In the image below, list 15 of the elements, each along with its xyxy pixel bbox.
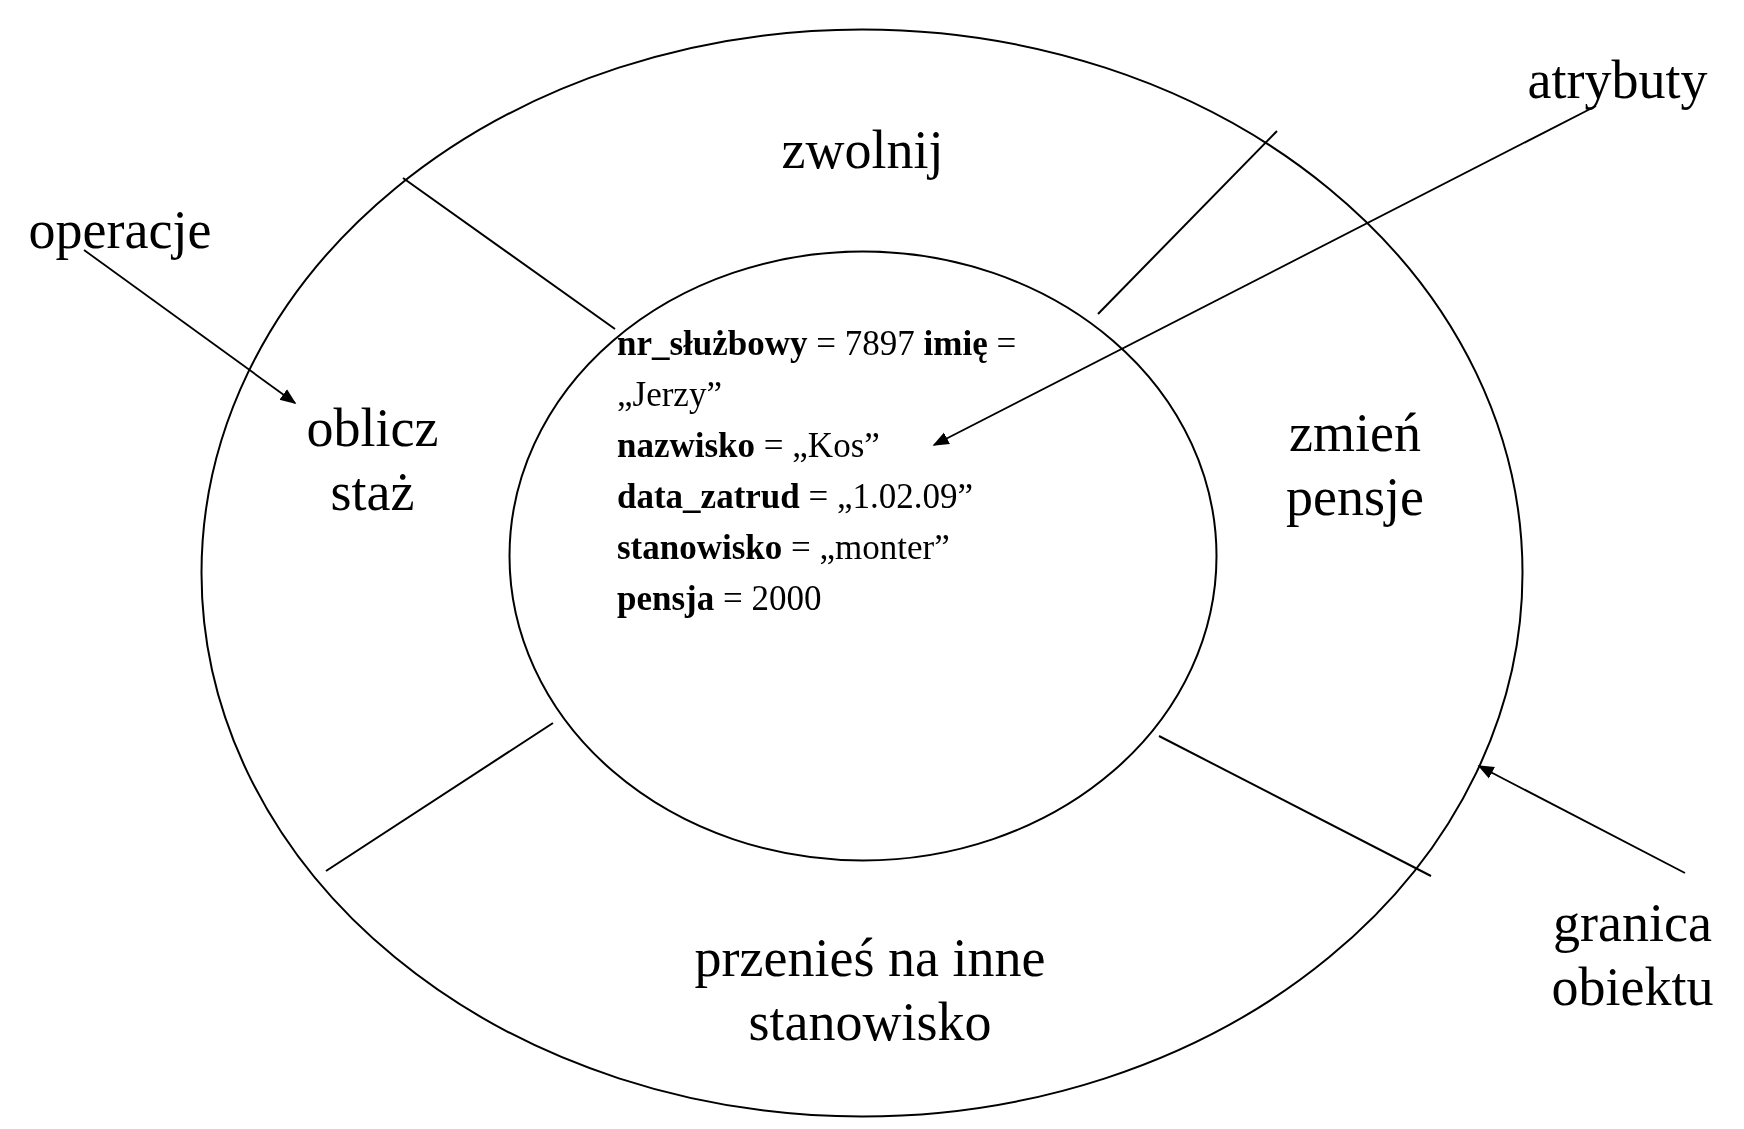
arrow [83,249,297,404]
attribute-text: data_zatrud = „1.02.09” [617,476,975,518]
callout-label: operacje [5,195,235,265]
attribute-ellipse [508,250,1218,862]
attribute-text: stanowisko = „monter” [617,527,951,569]
attribute-text: pensja = 2000 [617,578,823,620]
attribute-text: nr_służbowy = 7897 imię = „Jerzy” [617,323,1018,416]
operation-label: przenieś na inne stanowisko [620,915,1120,1065]
operation-label: oblicz staż [265,385,480,535]
operation-label: zwolnij [730,110,995,190]
callout-label: atrybuty [1500,45,1735,115]
arrow [1477,765,1686,874]
attribute-text: nazwisko = „Kos” [617,425,881,467]
operation-label: zmień pensje [1245,390,1465,540]
callout-label: granica obiektu [1525,870,1740,1040]
